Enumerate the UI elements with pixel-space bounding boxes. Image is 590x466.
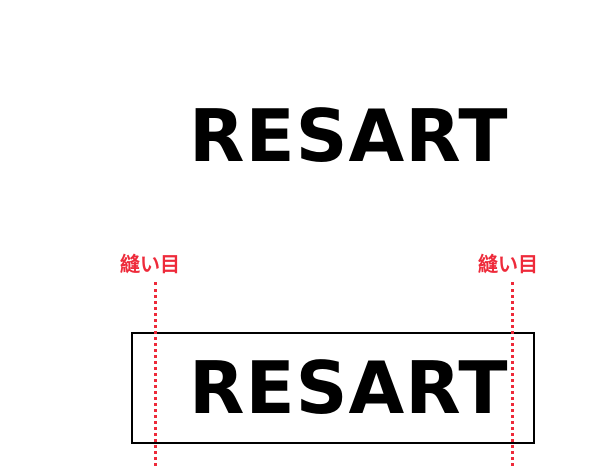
label-wordmark: RESART <box>189 346 509 430</box>
seam-label-left: 縫い目 <box>120 252 180 276</box>
label-box <box>131 332 535 444</box>
top-wordmark: RESART <box>189 94 509 178</box>
seam-line-right <box>511 282 514 466</box>
seam-line-left <box>154 282 157 466</box>
seam-label-right: 縫い目 <box>478 252 538 276</box>
